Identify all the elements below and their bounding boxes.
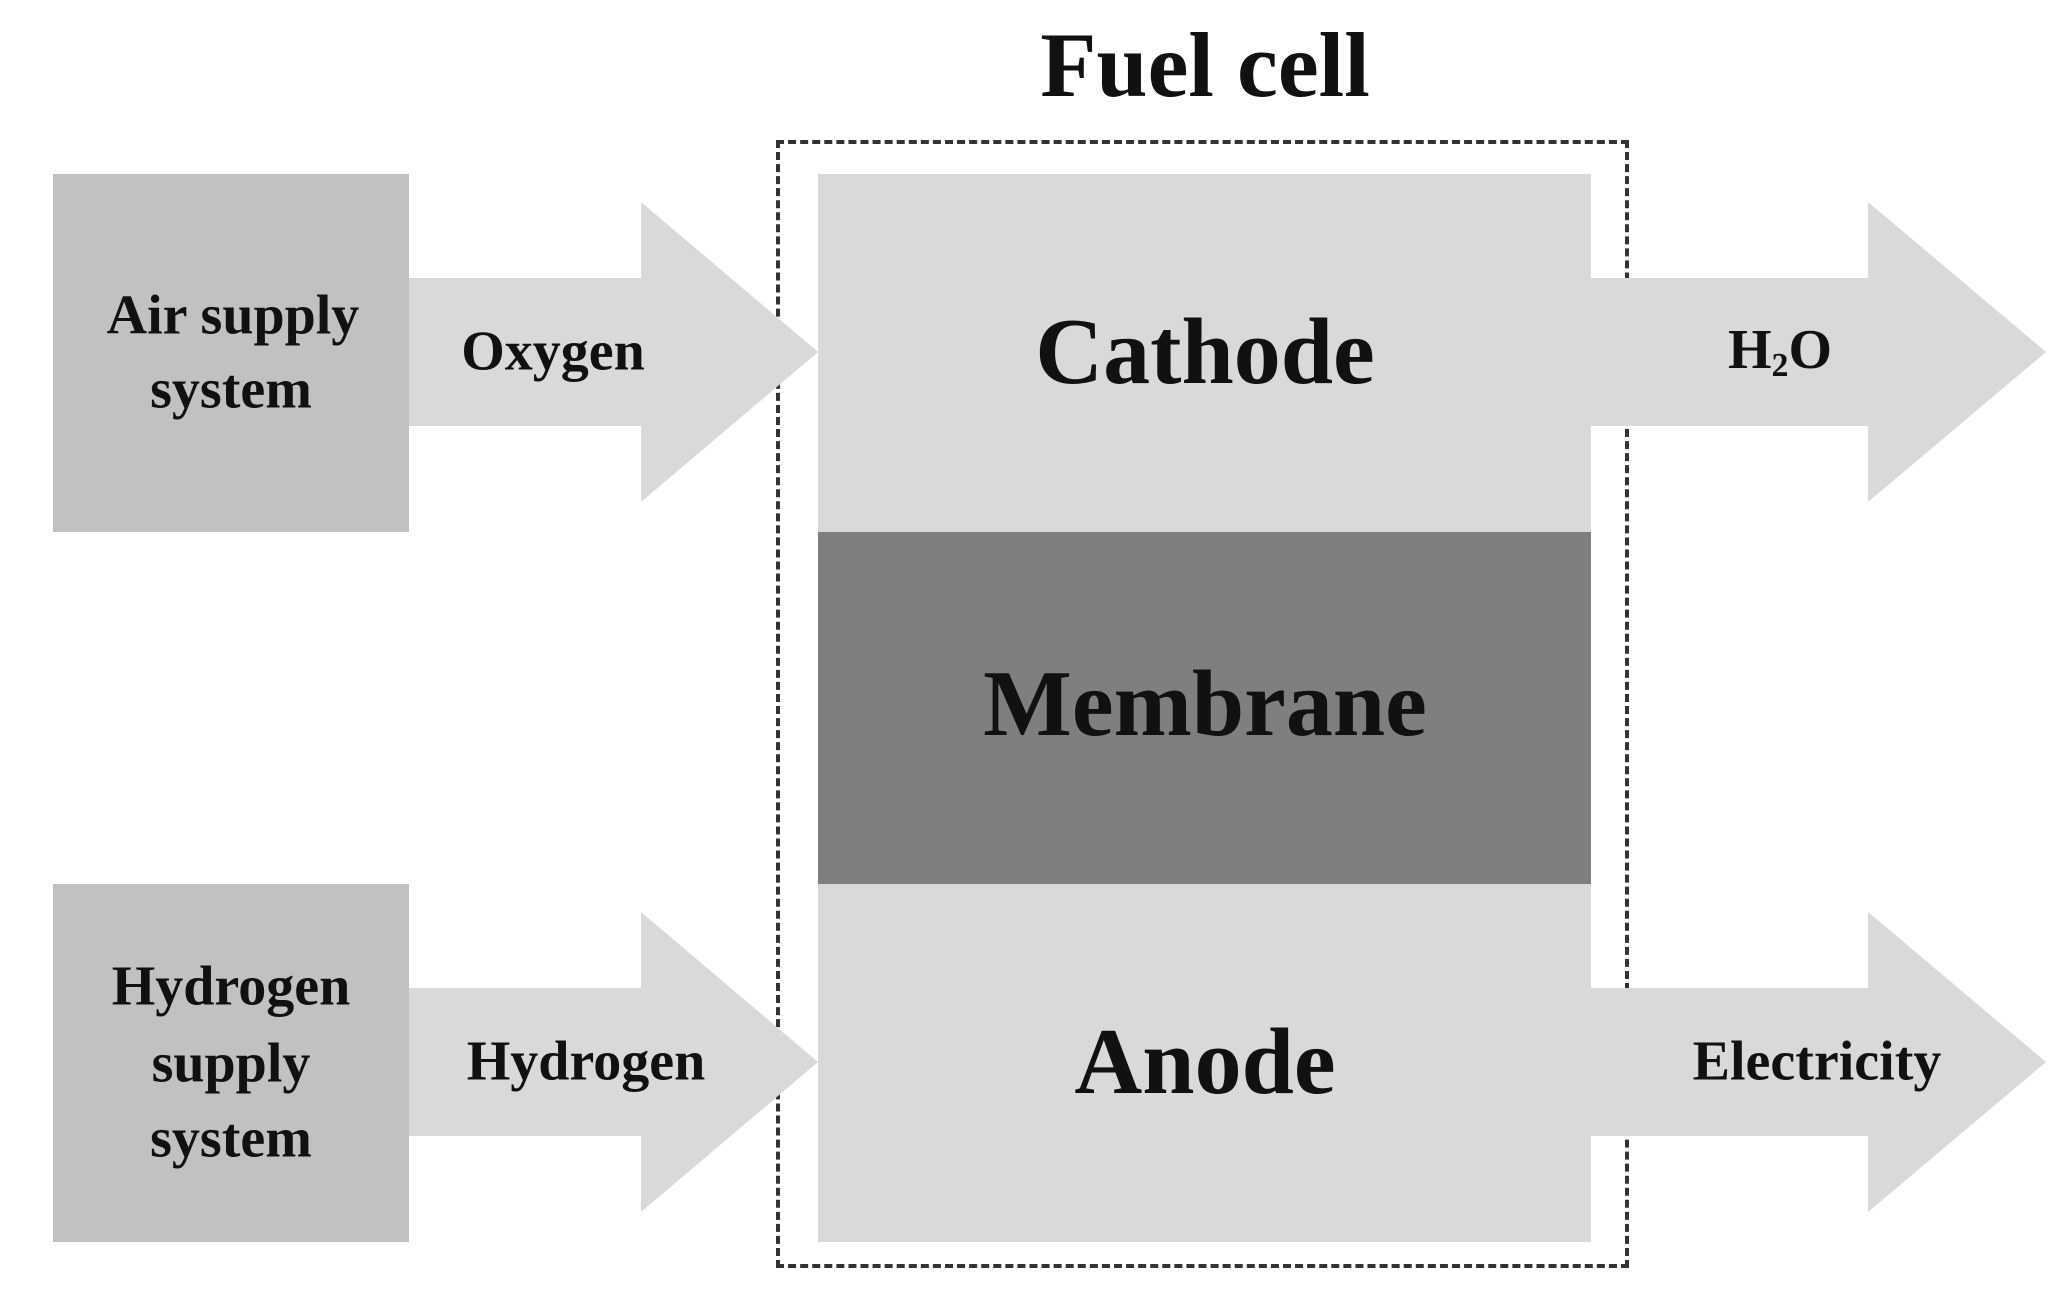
air-supply-label-line2: system <box>150 358 312 421</box>
oxygen-label: Oxygen <box>461 320 645 383</box>
hydrogen-supply-system-box: Hydrogen supply system <box>53 884 409 1242</box>
hydrogen-supply-label-line3: system <box>150 1107 312 1170</box>
anode-layer: Anode <box>818 884 1591 1242</box>
cathode-label: Cathode <box>1035 299 1375 404</box>
air-supply-system-box: Air supply system <box>53 174 409 532</box>
anode-label: Anode <box>1074 1009 1336 1114</box>
diagram-title: Fuel cell <box>1040 14 1370 117</box>
air-supply-label-line1: Air supply <box>106 284 360 347</box>
hydrogen-input-label: Hydrogen <box>466 1030 706 1093</box>
water-label-h: H <box>1727 318 1772 381</box>
hydrogen-supply-label-line2: supply <box>151 1032 311 1095</box>
hydrogen-supply-label-line1: Hydrogen <box>111 955 351 1018</box>
membrane-layer: Membrane <box>818 532 1591 884</box>
membrane-label: Membrane <box>983 651 1427 756</box>
water-label-subscript: 2 <box>1771 346 1789 384</box>
fuel-cell-boundary <box>776 140 1629 1268</box>
water-label-o: O <box>1788 318 1833 381</box>
electricity-label: Electricity <box>1692 1030 1942 1093</box>
cathode-layer: Cathode <box>818 174 1591 532</box>
water-label: H2O <box>1728 319 1832 385</box>
